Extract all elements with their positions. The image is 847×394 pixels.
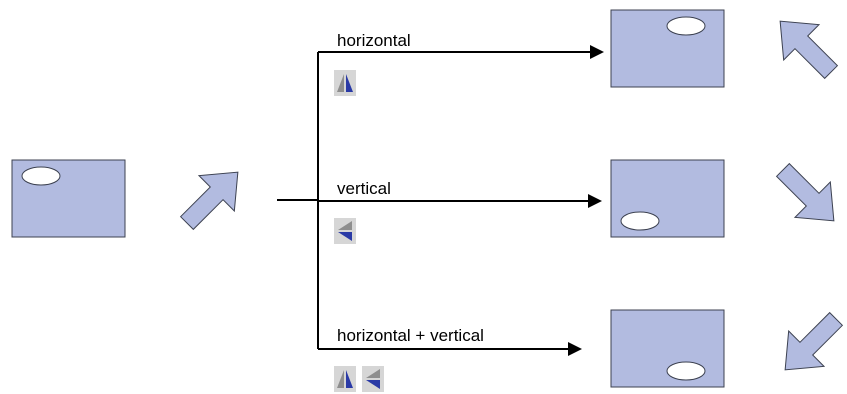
result-arrow-down-left-icon	[784, 311, 844, 371]
branch-label-horizontal: horizontal	[337, 31, 411, 50]
source-arrow-up-right-icon	[179, 171, 239, 231]
flip-vertical-icon	[334, 218, 356, 244]
result-arrow-down-right-icon	[775, 162, 835, 222]
arrowheads	[568, 45, 604, 356]
result-rectangle-horizontal-vertical	[610, 309, 725, 388]
branch-label-horizontal-vertical: horizontal + vertical	[337, 326, 484, 345]
branch-label-vertical: vertical	[337, 179, 391, 198]
flip-vertical-icon	[362, 366, 384, 392]
source-rectangle	[11, 159, 126, 238]
flip-horizontal-icon	[334, 366, 356, 392]
connector-lines	[277, 51, 590, 350]
result-rectangle-vertical	[610, 159, 725, 238]
result-arrow-up-left-icon	[779, 20, 839, 80]
result-rectangle-horizontal	[610, 9, 725, 88]
flip-horizontal-icon	[334, 70, 356, 96]
